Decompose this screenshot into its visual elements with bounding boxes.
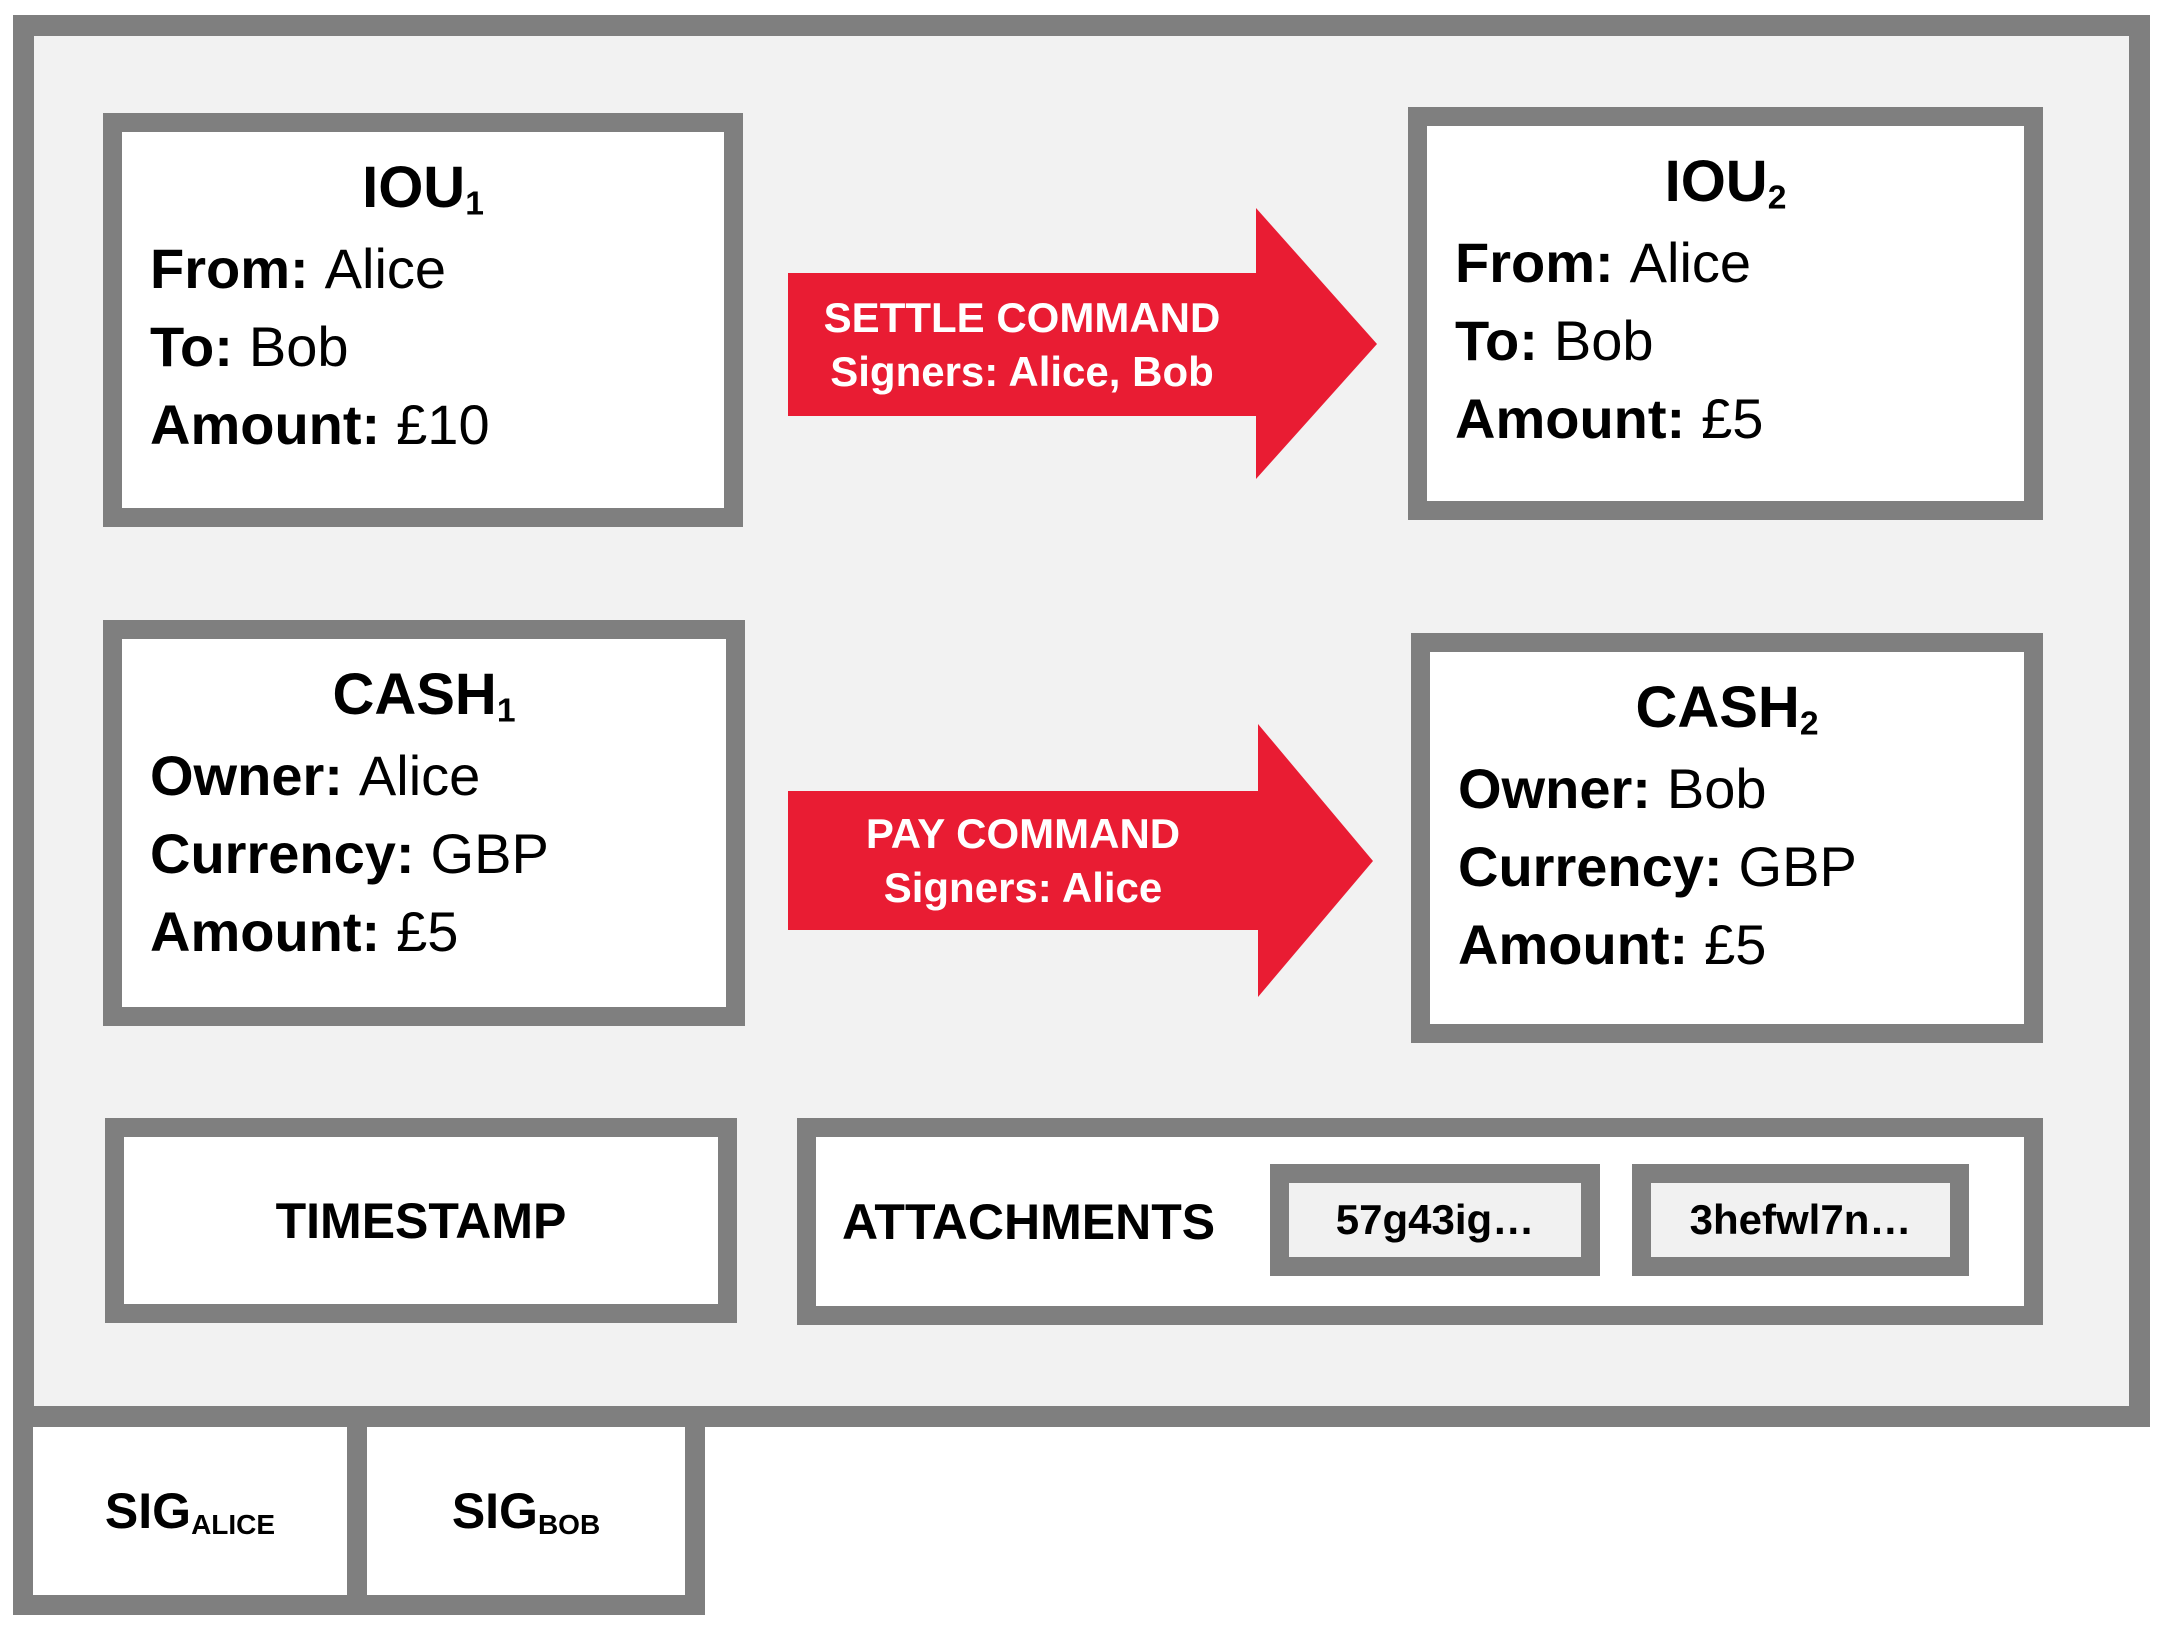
- pay-command-label: PAY COMMAND: [865, 809, 1181, 857]
- field-label: Currency:: [150, 822, 415, 885]
- attachment-hash-1-text: 57g43ig…: [1335, 1196, 1535, 1243]
- signature-alice-subscript: ALICE: [191, 1509, 276, 1541]
- field-label: Currency:: [1458, 835, 1723, 898]
- signature-alice-label: SIGALICE: [104, 1483, 276, 1541]
- field-label: From:: [150, 237, 309, 300]
- state-row: Owner:Alice: [122, 737, 726, 815]
- state-box-iou1: IOU1 From:Alice To:Bob Amount:£10: [103, 113, 743, 527]
- field-value: Alice: [324, 237, 447, 300]
- field-value: Alice: [1629, 231, 1752, 294]
- field-value: Alice: [358, 744, 481, 807]
- attachment-hash-2: 3hefwl7n…: [1632, 1164, 1969, 1276]
- settle-command-arrow: SETTLE COMMAND Signers: Alice, Bob: [788, 273, 1256, 416]
- state-row: To:Bob: [1427, 302, 2024, 380]
- state-title-iou1: IOU1: [362, 155, 484, 223]
- pay-command-arrow: PAY COMMAND Signers: Alice: [788, 791, 1258, 930]
- signature-box-alice: SIGALICE: [33, 1427, 347, 1595]
- state-subscript: 1: [496, 692, 516, 730]
- pay-command-signers: Signers: Alice: [883, 863, 1163, 911]
- state-title-cash1: CASH1: [332, 662, 516, 730]
- field-value: GBP: [430, 822, 549, 885]
- field-label: Amount:: [1455, 387, 1686, 450]
- timestamp-box: TIMESTAMP: [105, 1118, 737, 1323]
- state-title-cash2: CASH2: [1635, 675, 1819, 743]
- settle-command-signers: Signers: Alice, Bob: [830, 347, 1214, 395]
- field-label: From:: [1455, 231, 1614, 294]
- field-label: Amount:: [150, 900, 381, 963]
- field-value: £5: [1701, 387, 1764, 450]
- field-value: £5: [1704, 913, 1767, 976]
- settle-arrow-head-icon: [1256, 208, 1377, 479]
- state-subscript: 2: [1767, 179, 1787, 217]
- state-row: Currency:GBP: [122, 815, 726, 893]
- state-row: Owner:Bob: [1430, 750, 2024, 828]
- state-title-iou2: IOU2: [1664, 149, 1787, 217]
- state-row: Amount:£5: [122, 893, 726, 971]
- field-value: Bob: [1553, 309, 1654, 372]
- state-row: Amount:£5: [1427, 380, 2024, 458]
- settle-command-label: SETTLE COMMAND: [823, 293, 1221, 341]
- state-row: Amount:£5: [1430, 906, 2024, 984]
- attachment-hash-2-text: 3hefwl7n…: [1689, 1196, 1912, 1243]
- pay-arrow-head-icon: [1258, 724, 1373, 997]
- timestamp-label: TIMESTAMP: [275, 1192, 567, 1249]
- state-row: Currency:GBP: [1430, 828, 2024, 906]
- state-row: To:Bob: [122, 308, 724, 386]
- state-box-cash1: CASH1 Owner:Alice Currency:GBP Amount:£5: [103, 620, 745, 1026]
- field-label: Amount:: [1458, 913, 1689, 976]
- state-row: From:Alice: [1427, 224, 2024, 302]
- field-label: Owner:: [1458, 757, 1651, 820]
- state-box-cash2: CASH2 Owner:Bob Currency:GBP Amount:£5: [1411, 633, 2043, 1043]
- attachment-hash-1: 57g43ig…: [1270, 1164, 1600, 1276]
- field-value: Bob: [1666, 757, 1767, 820]
- state-row: From:Alice: [122, 230, 724, 308]
- field-label: To:: [1455, 309, 1538, 372]
- state-box-iou2: IOU2 From:Alice To:Bob Amount:£5: [1408, 107, 2043, 520]
- field-label: Amount:: [150, 393, 381, 456]
- field-value: GBP: [1738, 835, 1857, 898]
- field-label: To:: [150, 315, 233, 378]
- field-value: £5: [396, 900, 459, 963]
- attachments-label: ATTACHMENTS: [842, 1193, 1216, 1250]
- signature-bob-subscript: BOB: [537, 1509, 601, 1541]
- field-value: £10: [396, 393, 490, 456]
- signature-bob-label: SIGBOB: [451, 1483, 601, 1541]
- field-label: Owner:: [150, 744, 343, 807]
- state-subscript: 1: [465, 185, 484, 223]
- state-subscript: 2: [1799, 705, 1819, 743]
- state-row: Amount:£10: [122, 386, 724, 464]
- signature-box-bob: SIGBOB: [367, 1427, 685, 1595]
- field-value: Bob: [248, 315, 349, 378]
